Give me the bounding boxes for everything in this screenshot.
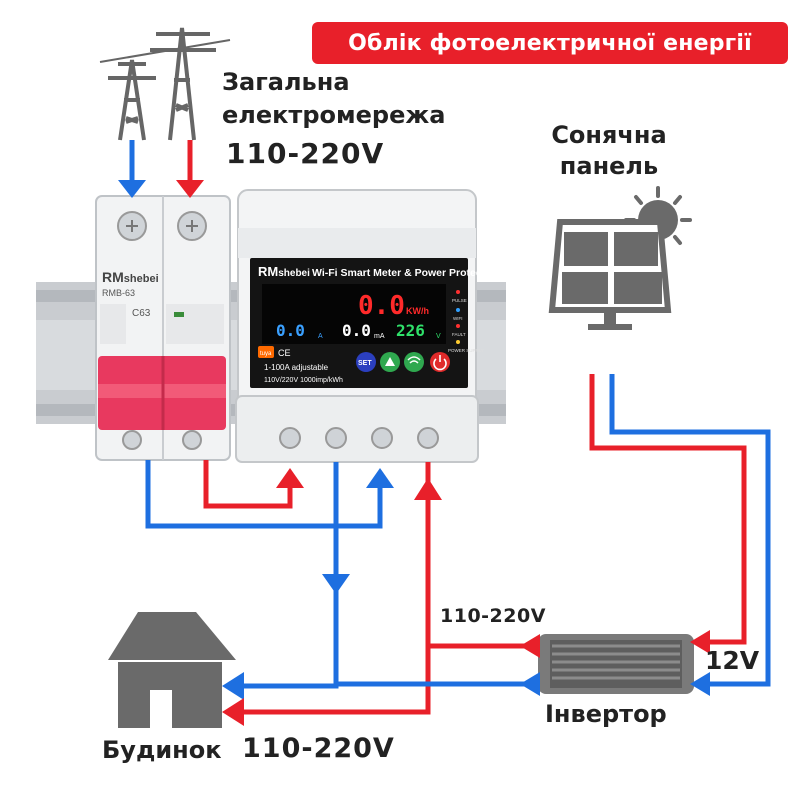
solar-dc-neutral-wire [609, 374, 771, 687]
tuya-badge-label: tuya [260, 351, 272, 357]
meter-terminal-screw [417, 427, 439, 449]
inverter [538, 634, 694, 694]
breaker-model: RMB-63 [102, 288, 135, 298]
svg-text:RMshebei: RMshebei [258, 264, 310, 279]
arrow-down-icon [322, 574, 350, 594]
arrow-left-icon [222, 672, 244, 700]
house-label: Будинок [102, 736, 222, 764]
smart-meter: RMshebei Wi-Fi Smart Meter & Power Prote… [235, 189, 496, 463]
voltage-reading: 226 [396, 321, 425, 340]
energy-reading: 0.0 [358, 291, 405, 321]
title-banner-text: Облік фотоелектричної енергії [348, 30, 752, 56]
solar-label: Сонячна панель [534, 120, 684, 182]
inverter-label: Інвертор [545, 700, 667, 728]
meter-spec-line-1: 1-100A adjustable [264, 363, 329, 372]
arrow-up-icon [366, 468, 394, 488]
arrow-down-icon [118, 180, 146, 198]
power-icon [433, 355, 447, 371]
solar-panel-icon [548, 186, 692, 330]
fault-indicator-label: FAULT [452, 332, 466, 337]
meter-spec-line-2: 110V/220V 1000imp/kWh [264, 377, 343, 384]
solar-label-line-2: панель [559, 152, 659, 180]
solar-label-line-1: Сонячна [551, 121, 667, 149]
arrow-down-icon [176, 180, 204, 198]
meter-product-name: Wi-Fi Smart Meter & Power Protector [312, 267, 496, 279]
meter-brand: RM [258, 264, 278, 279]
arrow-left-icon [520, 634, 540, 658]
breaker-rating: C63 [132, 308, 151, 319]
breaker-live-out-wire [203, 460, 293, 509]
meter-brand-suffix: shebei [278, 268, 310, 279]
svg-text:RMshebei: RMshebei [102, 269, 159, 285]
inverter-dc-voltage-label: 12V [705, 646, 760, 675]
arrow-up-icon [385, 357, 395, 366]
voltage-unit: V [436, 333, 441, 340]
leakage-reading: 0.0 [342, 321, 371, 340]
arrow-left-icon [222, 698, 244, 726]
breaker-brand: RM [102, 269, 124, 285]
meter-terminal-screw [371, 427, 393, 449]
tuya-badge [258, 346, 274, 358]
breaker-neutral-out-wire [145, 460, 383, 529]
wifi-icon [407, 356, 421, 364]
arrow-left-icon [520, 672, 540, 696]
power-pylon-icon [99, 27, 231, 141]
breaker-terminal-screw [122, 430, 142, 450]
power-indicator-label: POWER SUPPLY [448, 348, 484, 353]
house-icon [108, 612, 236, 728]
breaker-terminal-screw [182, 430, 202, 450]
grid-label: Загальна електромережа [222, 66, 445, 132]
breaker-brand-suffix: shebei [124, 273, 159, 285]
house-neutral-wire [238, 586, 339, 689]
leakage-unit: mA [374, 333, 385, 340]
grid-label-line-2: електромережа [222, 101, 446, 129]
inverter-ac-voltage-label: 110-220V [440, 605, 546, 627]
grid-label-line-1: Загальна [222, 68, 350, 96]
wires [129, 140, 771, 715]
svg-text:CE: CE [278, 348, 291, 358]
current-unit: A [318, 333, 323, 340]
house-voltage-label: 110-220V [242, 733, 395, 764]
house-live-wire [238, 500, 431, 715]
flow-arrows [118, 180, 710, 726]
title-banner: Облік фотоелектричної енергії [312, 22, 788, 64]
meter-terminal-screw [325, 427, 347, 449]
solar-dc-live-wire [589, 374, 747, 645]
wifi-button[interactable] [404, 352, 424, 372]
current-reading: 0.0 [276, 321, 305, 340]
wifi-indicator-label: WIFI [453, 316, 463, 321]
meter-display [262, 284, 446, 344]
grid-voltage-label: 110-220V [226, 137, 385, 170]
arrow-up-icon [276, 468, 304, 488]
circuit-breaker: RMshebei RMB-63 C63 [95, 195, 231, 461]
set-button[interactable] [356, 352, 376, 372]
meter-terminal-screw [279, 427, 301, 449]
arrow-left-icon [690, 672, 710, 696]
arrow-up-icon [414, 478, 442, 500]
energy-unit: KW/h [406, 306, 429, 316]
arrow-left-icon [690, 630, 710, 654]
set-button-label: SET [358, 360, 372, 367]
pulse-indicator-label: PULSE [452, 298, 467, 303]
